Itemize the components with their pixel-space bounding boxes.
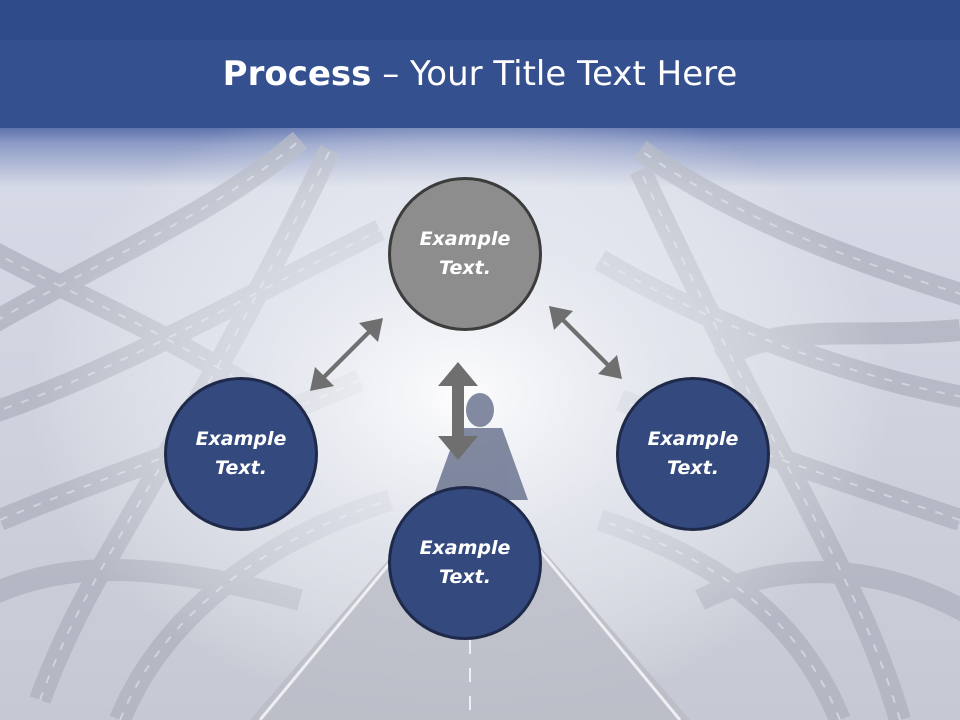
node-left-line1: Example xyxy=(195,428,287,450)
title-separator: – xyxy=(382,54,400,94)
node-bottom-line2: Text. xyxy=(439,566,491,588)
node-top-line2: Text. xyxy=(439,257,491,279)
title-bold: Process xyxy=(222,54,372,94)
node-right-line1: Example xyxy=(647,428,739,450)
slide-title: Process – Your Title Text Here xyxy=(0,52,960,96)
process-node-top[interactable]: Example Text. xyxy=(388,177,542,331)
process-node-bottom[interactable]: Example Text. xyxy=(388,486,542,640)
node-left-line2: Text. xyxy=(215,457,267,479)
node-top-line1: Example xyxy=(419,228,511,250)
title-rest: Your Title Text Here xyxy=(410,54,738,94)
double-arrow-vertical xyxy=(438,362,478,460)
double-arrow-top-right xyxy=(549,306,622,379)
node-right-line2: Text. xyxy=(667,457,719,479)
node-bottom-line1: Example xyxy=(419,537,511,559)
process-node-right[interactable]: Example Text. xyxy=(616,377,770,531)
process-node-left[interactable]: Example Text. xyxy=(164,377,318,531)
double-arrow-top-left xyxy=(310,318,383,391)
